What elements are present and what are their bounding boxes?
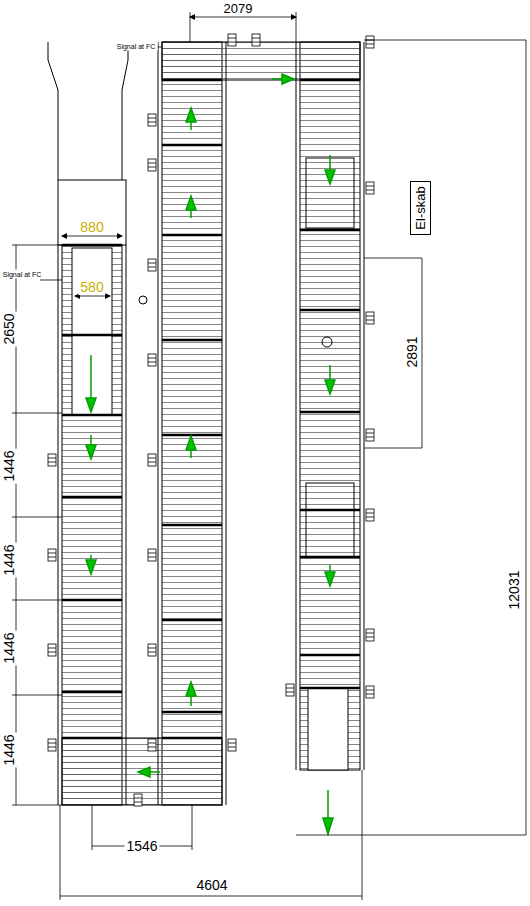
motor-symbol [48, 454, 56, 466]
dimension-label: 880 [78, 219, 105, 235]
dimension-label: 1546 [124, 838, 159, 854]
motor-symbol [366, 429, 374, 441]
motor-symbol [148, 259, 156, 271]
motor-symbol [48, 549, 56, 561]
dimension-label: 1446 [1, 448, 17, 483]
cross-bar [62, 244, 122, 247]
dimension-label: 1446 [1, 630, 17, 665]
motor-symbol [48, 644, 56, 656]
motor-symbol [48, 739, 56, 751]
cabinet-box: El-skab [410, 181, 431, 235]
cross-bar [162, 524, 222, 527]
signal-label: Signal at FC [115, 42, 158, 51]
cross-bar [162, 737, 222, 740]
dimension-label: 4604 [194, 877, 229, 893]
motor-symbol [286, 684, 294, 696]
motor-symbol [252, 34, 260, 46]
cross-bar [162, 619, 222, 622]
dimension-label: 2079 [222, 1, 255, 16]
motor-symbol [148, 354, 156, 366]
motor-symbol [366, 686, 374, 698]
motor-symbol [148, 114, 156, 126]
cross-bar [62, 414, 122, 417]
cross-bar [62, 691, 122, 694]
cross-bar [162, 339, 222, 342]
cross-bar [300, 79, 360, 82]
cross-bar [300, 509, 360, 512]
cross-bar [62, 496, 122, 499]
motor-symbol [366, 36, 374, 48]
dimension-label: 580 [78, 279, 105, 295]
motor-symbol [366, 312, 374, 324]
motor-symbol [148, 644, 156, 656]
cross-bar [300, 654, 360, 657]
motor-symbol [366, 182, 374, 194]
cross-bar [300, 687, 360, 690]
motor-symbol [148, 454, 156, 466]
cross-bar [62, 334, 122, 337]
motor-symbol [228, 739, 236, 751]
cross-bar [162, 434, 222, 437]
cross-bar [300, 411, 360, 414]
cross-bar [162, 79, 222, 82]
dimension-label: 1446 [1, 732, 17, 767]
motor-symbol [228, 34, 236, 46]
cross-bar [62, 599, 122, 602]
motor-symbol [148, 739, 156, 751]
cross-bar [300, 229, 360, 232]
dimension-label: 1446 [1, 542, 17, 577]
cross-bar [162, 711, 222, 714]
cabinet-label: El-skab [414, 186, 427, 229]
cross-bar [300, 556, 360, 559]
cross-bar [300, 309, 360, 312]
motor-symbol [366, 629, 374, 641]
cross-bar [162, 234, 222, 237]
motor-symbol [148, 159, 156, 171]
cross-bar [162, 144, 222, 147]
dimension-label: 2891 [404, 334, 420, 369]
motor-symbol [366, 509, 374, 521]
cross-bar [62, 737, 122, 740]
motor-symbol [134, 794, 142, 806]
dimension-label: 2650 [1, 311, 17, 346]
motor-symbol [148, 549, 156, 561]
signal-label: Signal at FC [1, 270, 44, 279]
dimension-label: 12031 [506, 569, 522, 612]
